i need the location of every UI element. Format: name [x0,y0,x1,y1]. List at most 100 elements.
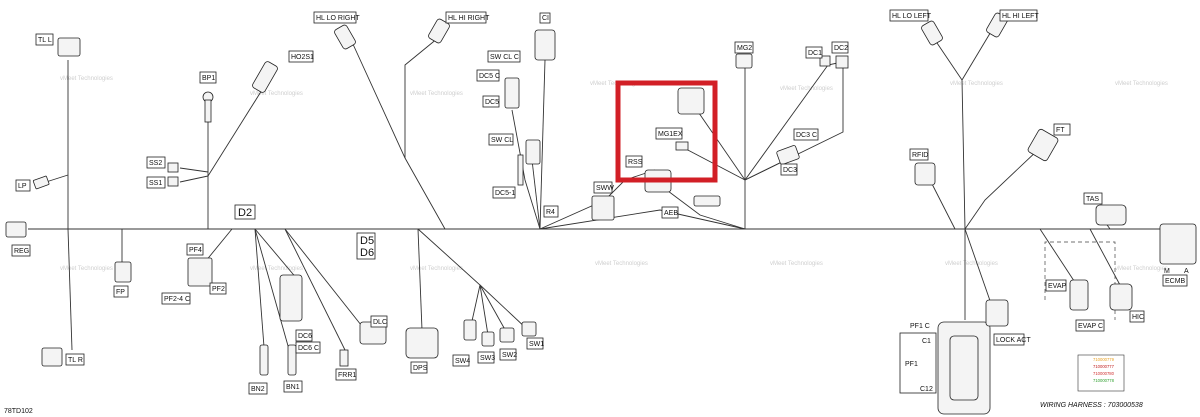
label-ft: FT [1056,127,1065,134]
wire-sw-cl [531,159,541,230]
label-sw4: SW4 [455,358,470,365]
connector-ss1 [167,176,179,187]
wire-dlc [284,228,366,331]
label-sw2: SW2 [502,352,517,359]
wire-hl-lo-right [351,41,446,230]
wire-sww [539,169,656,230]
label-sww: SWW [596,185,614,192]
label-sw-cl: SW CL [491,137,513,144]
label-sw-cl-c: SW CL C [490,54,519,61]
wire-pf [204,228,233,263]
connector-pf1-inner [949,335,979,401]
connector-fp [114,261,132,283]
label-mg2: MG2 [737,45,752,52]
wire-ss2 [179,167,209,173]
watermark: vMeet Technologies [780,86,833,92]
connector-bp1-lead [204,99,212,123]
connector-mg2 [735,53,753,69]
label-hl-lo-right: HL LO RIGHT [316,15,360,22]
label-ss2: SS2 [149,160,162,167]
wire-hl-hi-left [961,29,993,81]
label-rfid: RFID [912,152,928,159]
wire-bn1 [254,228,293,361]
connector-ss2 [167,162,179,173]
wire-sw2 [479,284,509,336]
color-legend: 710000779 710000777 710000780 710000778 [1077,354,1125,392]
label-d2: D2 [238,207,252,219]
label-bp1: BP1 [202,75,215,82]
wire-tl-r [67,228,73,351]
label-bn2: BN2 [251,386,265,393]
wire-ft [964,147,1041,230]
connector-hl-lo-left [921,20,943,46]
label-m: M [1164,268,1170,275]
wire-hic [1089,228,1121,286]
label-ss1: SS1 [149,180,162,187]
evap-dashed-region [1044,241,1116,320]
wire-dps [417,228,423,331]
label-evap: EVAP [1048,283,1066,290]
connector-reg [5,221,27,238]
label-pf1: PF1 [905,361,918,368]
label-hl-lo-left: HL LO LEFT [892,13,932,20]
connector-sw4 [463,319,477,341]
label-d6: D6 [360,247,374,259]
connector-bn1 [287,344,297,376]
watermarks: vMeet Technologies vMeet Technologies vM… [60,76,1168,272]
connector-aeb [693,195,721,207]
label-dps: DPS [413,365,428,372]
label-dc3: DC3 [783,167,797,174]
wire-dc2 [744,65,844,181]
label-tl-l: TL L [38,37,52,44]
label-pf2: PF2 [212,286,225,293]
label-pf4: PF4 [189,247,202,254]
connector-hl-hi-right [428,18,450,44]
connector-sw3 [481,331,495,347]
connector-rfid [914,162,936,186]
label-dc5-1: DC5-1 [495,190,515,197]
watermark: vMeet Technologies [945,261,998,267]
connector-pf4 [187,257,213,287]
connector-evap [1069,279,1089,311]
label-tas: TAS [1086,196,1099,203]
connector-mg1ex [675,141,689,151]
connector-sw-cl [525,139,541,165]
label-evap-c: EVAP C [1078,323,1103,330]
label-pf2-4-c: PF2-4 C [164,296,190,303]
connector-frr1 [339,349,349,367]
connector-lock-act [985,299,1009,327]
label-mg1ex: MG1EX [658,131,683,138]
labels: TL L HL LO RIGHT HL HI RIGHT CI SW CL C … [11,9,1189,395]
connector-tl-r [41,347,63,367]
connector-sw1 [521,321,537,337]
legend-entry: 710000779 [1093,357,1115,362]
label-dc5: DC5 [485,99,499,106]
label-hl-hi-right: HL HI RIGHT [448,15,490,22]
connector-dc6 [279,274,303,322]
wire-rss [539,209,746,230]
wire-hl-hi-right [404,37,439,158]
wire-rfid [929,179,956,230]
watermark: vMeet Technologies [595,261,648,267]
wire-aeb [659,184,746,230]
label-sw1: SW1 [529,341,544,348]
label-dc6: DC6 [298,333,312,340]
label-lp: LP [18,183,27,190]
watermark: vMeet Technologies [250,91,303,97]
watermark: vMeet Technologies [950,81,1003,87]
label-hl-hi-left: HL HI LEFT [1002,13,1039,20]
connector-ft [1027,128,1059,162]
label-aeb: AEB [664,210,678,217]
highlight-box [615,80,718,183]
wire-lp [45,174,69,183]
label-d5: D5 [360,235,374,247]
legend-entry: 710000777 [1093,364,1115,369]
label-rss: RSS [628,159,643,166]
label-tl-r: TL R [68,357,83,364]
label-ho2s1: HO2S1 [291,54,314,61]
legend-entry: 710000780 [1093,371,1115,376]
connector-ho2s1 [252,61,278,93]
connector-mg1 [677,87,705,115]
harness-wires [28,29,1160,361]
